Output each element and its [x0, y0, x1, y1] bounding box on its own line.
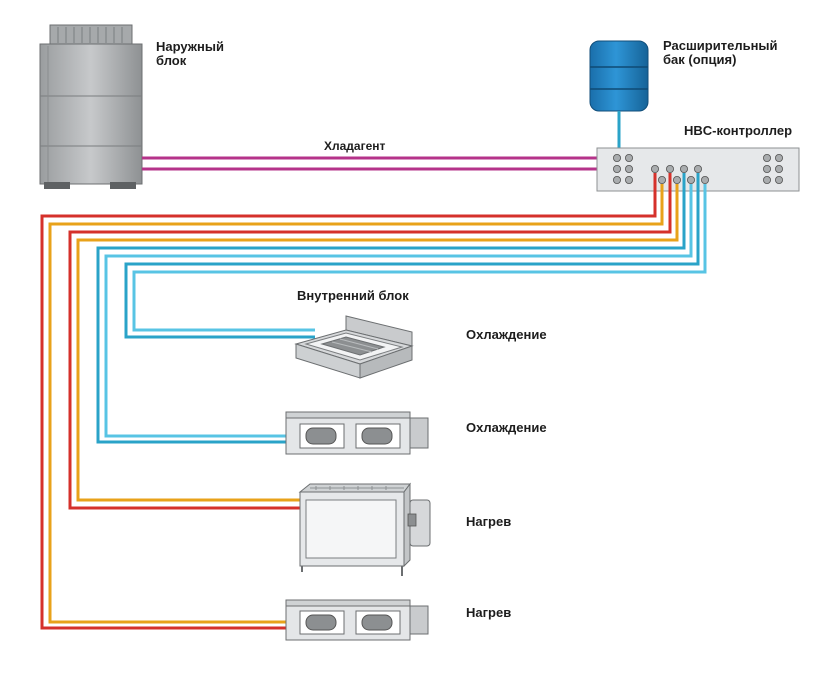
- hbc-controller-label: HBC-контроллер: [684, 123, 792, 138]
- refrigerant-pipes: [142, 156, 612, 171]
- pipe-cooling-2-return: [104, 184, 693, 438]
- pipe-heating-3-return: [76, 184, 679, 502]
- pipe-cooling-2-supply: [96, 173, 686, 444]
- outdoor-unit-label-line2: блок: [156, 53, 187, 68]
- pipe-heating-3-supply: [68, 173, 672, 510]
- mode-label-3: Нагрев: [466, 514, 511, 529]
- outdoor-unit-label-line1: Наружный: [156, 39, 224, 54]
- mode-label-2: Охлаждение: [466, 420, 547, 435]
- indoor-unit-label: Внутренний блок: [297, 288, 409, 303]
- ducted-indoor-unit-2: [285, 599, 429, 641]
- cassette-indoor-unit: [294, 315, 414, 379]
- outdoor-unit: [39, 24, 143, 189]
- expansion-tank: [589, 40, 649, 152]
- refrigerant-label: Хладагент: [324, 139, 386, 153]
- pipe-heating-4-return: [48, 184, 664, 624]
- pipe-cooling-1-supply: [124, 173, 700, 339]
- console-indoor-unit: [298, 482, 431, 576]
- pipe-cooling-1-return: [132, 184, 707, 332]
- water-pipes: [40, 173, 707, 630]
- expansion-tank-label-line1: Расширительный: [663, 38, 778, 53]
- pipe-heating-4-supply: [40, 173, 657, 630]
- mode-label-1: Охлаждение: [466, 327, 547, 342]
- expansion-tank-label-line2: бак (опция): [663, 52, 736, 67]
- ducted-indoor-unit-1: [285, 411, 429, 455]
- mode-label-4: Нагрев: [466, 605, 511, 620]
